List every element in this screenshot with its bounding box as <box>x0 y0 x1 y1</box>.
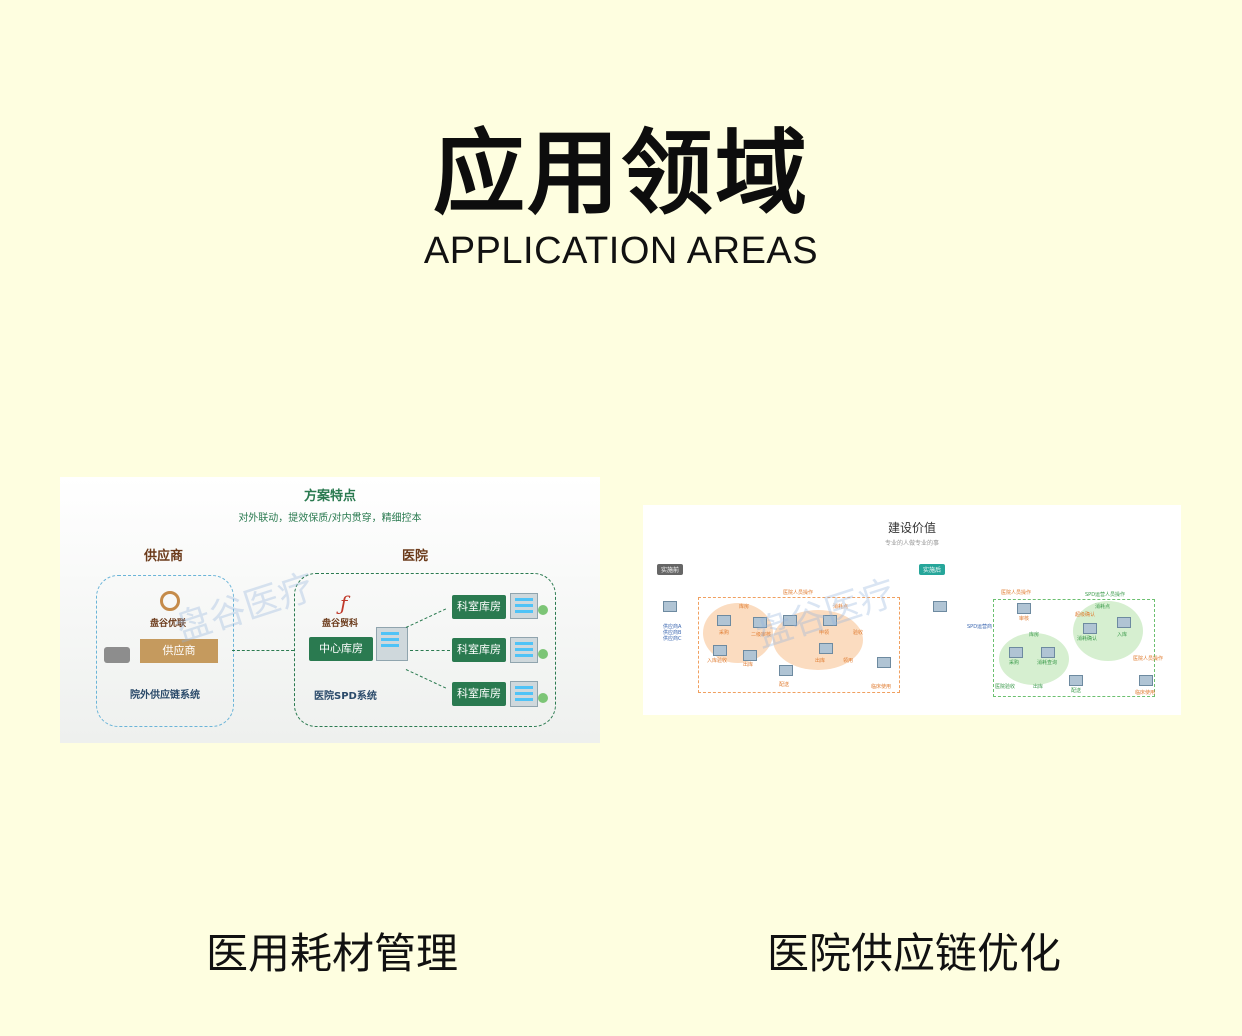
supplier-heading: 供应商 <box>144 549 184 564</box>
diagram-label: 出库 <box>1033 684 1044 690</box>
diagram-label: 配送 <box>1071 688 1082 694</box>
construction-value-diagram: 建设价值 专业的人做专业的事 实施前 实施后 医院人员操作 库房 消耗点 供应商… <box>643 505 1181 715</box>
after-tag: 实施后 <box>919 564 946 575</box>
page-subtitle: APPLICATION AREAS <box>423 230 819 272</box>
dept-warehouse-box: 科室库房 <box>452 595 506 619</box>
diagram-label: 采购 <box>719 630 730 636</box>
supplier-box: 供应商 <box>140 639 218 663</box>
before-tag: 实施前 <box>657 564 684 575</box>
dept-warehouse-box: 科室库房 <box>452 682 506 706</box>
hospital-heading: 医院 <box>402 549 429 564</box>
diagram-label: 入库 <box>1117 632 1128 638</box>
clinic-icon <box>877 657 891 668</box>
diagram-label: 出库 <box>815 658 826 664</box>
tree-icon <box>538 693 548 703</box>
process-icon <box>779 665 793 676</box>
diagram-label: 库房 <box>739 604 750 610</box>
dept-warehouse-box: 科室库房 <box>452 638 506 662</box>
supplier-region <box>96 575 234 727</box>
hospital-region <box>294 573 556 727</box>
diagram-label: 临床使用 <box>1135 690 1156 696</box>
process-icon <box>717 615 731 626</box>
diagram-title: 方案特点 <box>303 489 356 504</box>
after-warehouse-zone <box>999 633 1069 685</box>
process-icon <box>713 645 727 656</box>
clinic-icon <box>1139 675 1153 686</box>
panggu-logo-icon <box>160 591 180 611</box>
card-caption-supply-chain: 医院供应链优化 <box>767 929 1062 978</box>
hospital-logo-text: 盘谷贸科 <box>322 619 359 629</box>
card-caption-consumables: 医用耗材管理 <box>206 929 459 978</box>
page-title: 应用领域 <box>432 120 809 227</box>
diagram-label: 出库 <box>743 662 754 668</box>
diagram-label: 临床使用 <box>871 684 892 690</box>
diagram-label: 采购 <box>1009 660 1020 666</box>
process-icon <box>1017 603 1031 614</box>
solution-features-diagram: 方案特点 对外联动，提效保质/对内贯穿，精细控本 供应商 医院 盘谷优联 供应商… <box>60 477 600 743</box>
diagram-label: 消耗查询 <box>1037 660 1058 666</box>
diagram-label: 领用 <box>843 658 854 664</box>
diagram-label: 消耗点 <box>1095 604 1111 610</box>
diagram-label: SPD运营人员操作 <box>1085 592 1126 598</box>
diagram-subtitle: 专业的人做专业的事 <box>884 540 939 547</box>
diagram-label: 申领 <box>819 630 830 636</box>
diagram-label: 配送 <box>779 682 790 688</box>
diagram-label: 库房 <box>1029 632 1040 638</box>
diagram-label: 消耗点 <box>833 604 849 610</box>
diagram-label: 审核 <box>1019 616 1030 622</box>
process-icon <box>823 615 837 626</box>
after-process-region <box>993 599 1155 697</box>
diagram-label: 超级确认 <box>1075 612 1096 618</box>
process-icon <box>1083 623 1097 634</box>
process-icon <box>743 650 757 661</box>
diagram-label: SPD运营商 <box>967 624 993 630</box>
process-icon <box>819 643 833 654</box>
diagram-label: 医院人员操作 <box>1001 590 1032 596</box>
before-process-region <box>698 597 900 693</box>
diagram-label: 医院人员操作 <box>783 590 814 596</box>
truck-icon <box>104 647 130 663</box>
process-icon <box>1009 647 1023 658</box>
central-building-icon <box>376 627 408 661</box>
diagram-label: 供应商C <box>663 636 682 642</box>
process-icon <box>1117 617 1131 628</box>
central-warehouse-box: 中心库房 <box>309 637 373 661</box>
tree-icon <box>538 605 548 615</box>
diagram-label: 入库验收 <box>707 658 728 664</box>
supplier-hospital-link <box>232 650 294 651</box>
process-icon <box>1069 675 1083 686</box>
diagram-subtitle: 对外联动，提效保质/对内贯穿，精细控本 <box>238 513 422 524</box>
diagram-label: 消耗确认 <box>1077 636 1098 642</box>
dept-building-icon <box>510 593 538 619</box>
process-icon <box>1041 647 1055 658</box>
diagram-label: 医院人员操作 <box>1133 656 1164 662</box>
process-icon <box>783 615 797 626</box>
link-dept-2 <box>410 650 450 651</box>
tree-icon <box>538 649 548 659</box>
spd-building-icon <box>933 601 947 612</box>
diagram-label: 验收 <box>853 630 864 636</box>
spd-system-label: 医院SPD系统 <box>314 691 377 702</box>
diagram-label: 供应商A <box>663 624 682 630</box>
hospital-logo-icon: ƒ <box>340 591 348 615</box>
dept-building-icon <box>510 637 538 663</box>
diagram-label: 医院验收 <box>995 684 1016 690</box>
dept-building-icon <box>510 681 538 707</box>
diagram-title: 建设价值 <box>887 521 936 535</box>
external-system-label: 院外供应链系统 <box>130 690 200 701</box>
process-icon <box>753 617 767 628</box>
diagram-label: 供应商B <box>663 630 682 636</box>
diagram-label: 二级审核 <box>751 632 772 638</box>
supplier-building-icon <box>663 601 677 612</box>
supplier-logo-text: 盘谷优联 <box>150 619 187 629</box>
